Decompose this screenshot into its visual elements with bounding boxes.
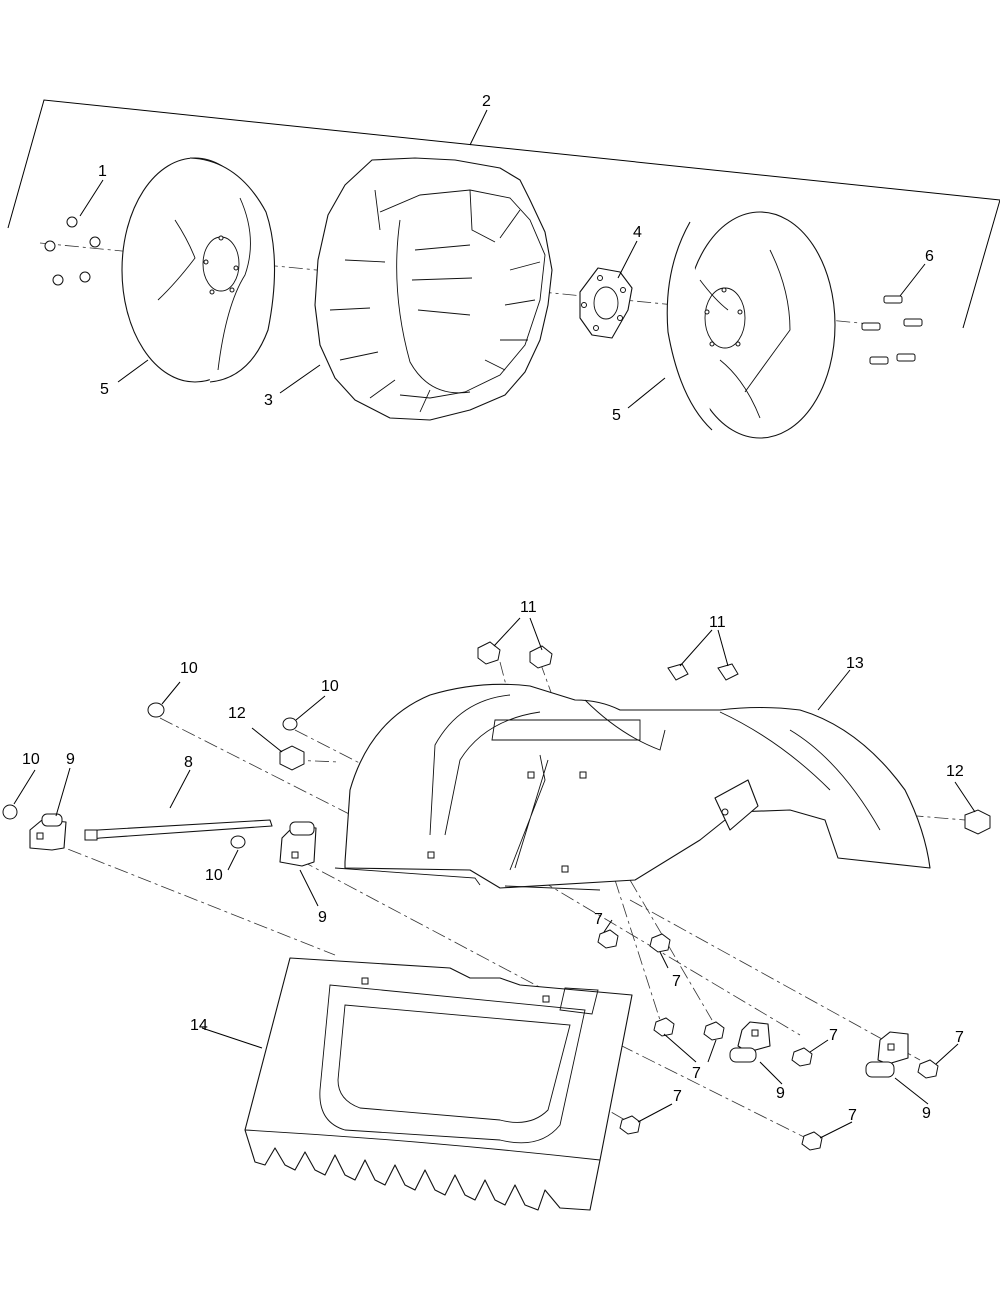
hex-nuts (597, 929, 939, 1151)
callout-7-g: 7 (848, 1107, 857, 1124)
callout-5-right: 5 (612, 407, 621, 424)
hinge-bracket-center (279, 821, 317, 867)
callout-4: 4 (633, 224, 642, 241)
callout-10-b: 10 (321, 678, 339, 695)
callout-5-left: 5 (100, 381, 109, 398)
callout-8: 8 (184, 754, 193, 771)
callout-10-d: 10 (205, 867, 223, 884)
callout-1: 1 (98, 163, 107, 180)
callout-11-left: 11 (520, 599, 537, 616)
callout-7-e: 7 (955, 1029, 964, 1046)
callout-7-b: 7 (672, 973, 681, 990)
callout-10-c: 10 (22, 751, 40, 768)
fender-bolts (477, 641, 739, 681)
callout-7-c: 7 (692, 1065, 701, 1082)
hinge-bracket-lower-a (729, 1021, 771, 1063)
left-wheel-disc (121, 157, 276, 383)
callout-11-right: 11 (709, 614, 726, 631)
hub-bolts (861, 295, 923, 365)
callout-2: 2 (482, 93, 491, 110)
callout-9-c: 9 (776, 1085, 785, 1102)
lug-nuts (44, 216, 101, 286)
wheel-tire (314, 157, 553, 421)
assembly-bracket (7, 99, 1000, 329)
callout-9-b: 9 (318, 909, 327, 926)
wheel-assembly (7, 99, 1000, 439)
callout-13: 13 (846, 655, 864, 672)
callout-12-left: 12 (228, 705, 246, 722)
callout-9-a: 9 (66, 751, 75, 768)
fender (334, 683, 931, 891)
callout-6: 6 (925, 248, 934, 265)
callout-7-a: 7 (594, 911, 603, 928)
callout-7-d: 7 (829, 1027, 838, 1044)
mud-guard (244, 957, 633, 1211)
pivot-shaft (84, 819, 273, 841)
wheel-hub (579, 267, 633, 339)
fender-assembly (2, 617, 991, 1211)
callout-3: 3 (264, 392, 273, 409)
callout-7-f: 7 (673, 1088, 682, 1105)
hinge-bracket-left (29, 813, 67, 851)
callout-14: 14 (190, 1017, 208, 1034)
callout-labels: 1 2 3 4 5 5 6 11 11 13 10 10 12 12 8 10 … (22, 93, 964, 1124)
hinge-bracket-lower-b (865, 1031, 909, 1078)
right-wheel-disc (666, 211, 836, 439)
callout-12-right: 12 (946, 763, 964, 780)
callout-10-a: 10 (180, 660, 198, 677)
clevis-pins (2, 702, 298, 849)
flange-nuts (279, 745, 991, 835)
callout-9-d: 9 (922, 1105, 931, 1122)
